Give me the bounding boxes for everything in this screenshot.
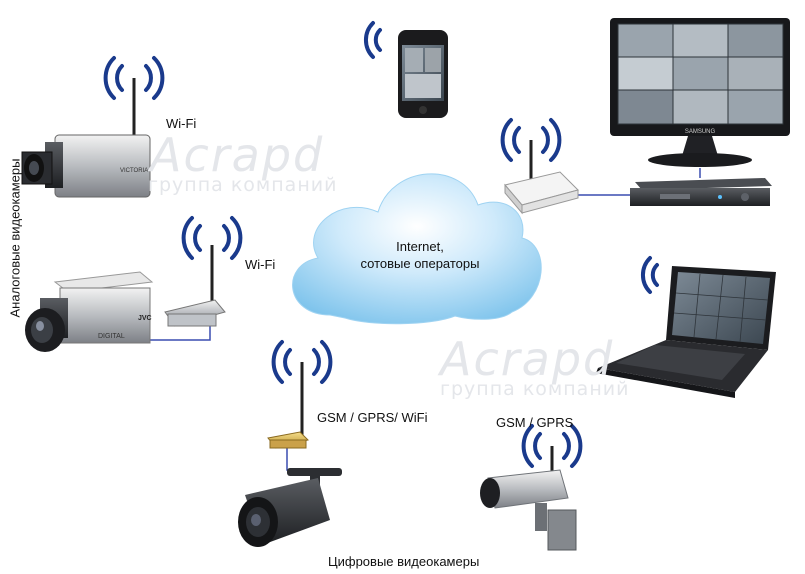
wifi-signal-icon-camera1 [103,56,165,100]
wifi-signal-icon-router [500,118,562,162]
digital-bullet-camera-1-icon [238,362,342,547]
label-digital-cameras: Цифровые видеокамеры [328,554,480,569]
cloud-label: Internet, сотовые операторы [320,238,520,272]
wifi-signal-icon-transmitter [181,216,243,260]
label-wifi-top: Wi-Fi [166,116,197,131]
label-gsm-gprs-wifi: GSM / GPRS/ WiFi [317,410,428,425]
smartphone-icon [398,30,448,118]
camera-model: DIGITAL [98,333,125,340]
cable-bullet-transmitter [286,448,310,471]
watermark-tagline-top: группа компаний [148,174,338,196]
label-gsm-gprs: GSM / GPRS [496,415,574,430]
label-analog-cameras: Аналоговые видеокамеры [7,158,23,318]
watermark-brand-top: Acrapd [150,128,325,182]
cloud-label-line2: сотовые операторы [360,256,480,271]
wifi-signal-icon-phone [363,21,382,59]
dvr-recorder-icon [630,178,772,206]
wifi-signal-icon-gsm [521,424,583,468]
analog-camera-2-icon: JVC DIGITAL [25,271,154,352]
watermark-tagline-bottom: группа компаний [440,378,630,400]
wifi-signal-icon-laptop [640,256,659,294]
camera-brand: JVC [138,315,152,322]
wifi-signal-icon-gsm-wifi [271,340,333,384]
wireless-transmitter-icon [164,245,226,327]
svg-text:VICTORIA: VICTORIA [120,168,148,174]
monitor-brand: SAMSUNG [685,129,716,135]
monitor-icon: SAMSUNG [610,18,790,167]
digital-bullet-camera-2-icon [480,446,577,551]
router-icon [504,140,579,215]
signal-icons [103,21,659,468]
watermark-brand-bottom: Acrapd [440,332,615,386]
cloud-label-line1: Internet, [396,239,444,254]
label-wifi-mid: Wi-Fi [245,257,276,272]
analog-camera-1-icon: VICTORIA [21,78,151,198]
laptop-icon [596,266,776,398]
internet-cloud [292,173,542,325]
